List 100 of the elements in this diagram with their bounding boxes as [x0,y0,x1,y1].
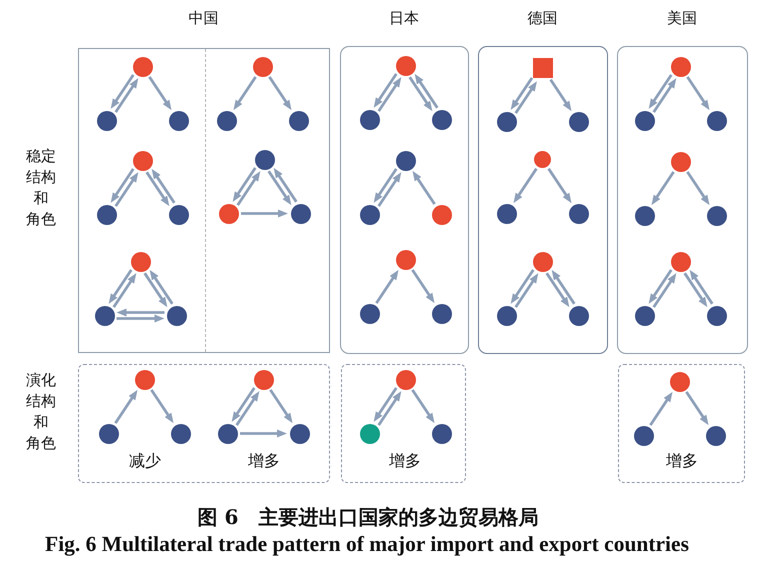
arrow [152,168,176,204]
change-label: 减少 [129,452,161,470]
column-heading: 中国 [188,8,218,26]
network-node [94,306,114,326]
arrow [240,430,287,438]
network-node [634,110,654,130]
arrow [268,170,292,206]
network-node [218,424,238,444]
figure-caption: Fig. 6 Multilateral trade pattern of major import and export countries [45,532,689,557]
arrow [685,391,709,426]
network-node [130,252,150,272]
arrow [236,171,260,206]
network-node [706,110,726,130]
network-node [496,306,516,326]
network-node [534,151,551,168]
network-node [170,424,190,444]
arrow [652,78,676,113]
dashed-panel [618,364,745,483]
arrow [236,391,260,426]
network-node [168,204,188,224]
arrow [114,172,138,207]
arrow [232,167,256,202]
arrow [408,76,432,112]
arrow [274,168,298,203]
arrow [374,387,398,422]
arrow [552,270,576,305]
network-node [670,252,690,272]
network-node [166,306,186,326]
network-node [396,250,416,270]
arrow [150,389,174,424]
arrow [649,392,673,426]
arrow [374,73,398,108]
arrow [686,76,710,110]
column-heading: 美国 [667,8,697,26]
network-node [706,306,726,326]
arrow [652,273,676,308]
arrow [690,270,714,305]
network-node [670,372,690,392]
arrow [411,269,435,304]
column-heading: 日本 [389,8,419,26]
network-node [288,110,308,130]
arrow [547,168,572,204]
network-node [290,424,310,444]
arrow [150,270,174,305]
network-node [670,56,690,76]
network-node [290,204,310,224]
arrow [549,78,572,112]
change-label: 增多 [389,452,421,470]
network-node [568,204,588,224]
network-node [132,56,152,76]
arrow [269,389,293,424]
network-node [218,204,238,224]
network-node [568,112,588,132]
arrow [412,170,436,205]
network-node [634,306,654,326]
network-node [396,370,416,390]
network-node [360,204,380,224]
arrow [651,171,675,206]
arrow [378,77,402,112]
network-node [360,304,380,324]
arrow [110,168,134,203]
network-node [432,110,452,130]
row-label: 稳定结构和角色 [26,146,56,230]
network-node [496,112,516,132]
arrow [110,74,134,109]
network-node [252,56,272,76]
arrow [114,78,138,113]
network-node [496,204,516,224]
network-node [396,56,416,76]
arrow [378,391,402,426]
network-node [134,370,154,390]
arrow [510,269,534,304]
arrow [116,308,164,316]
column-heading: 德国 [528,8,558,26]
network-node [360,110,380,130]
arrow [232,387,256,422]
network-node [670,152,690,172]
change-label: 增多 [666,452,698,470]
square-node [532,58,552,78]
network-node [96,110,116,130]
network-node [568,306,588,326]
network-node [360,424,380,444]
arrow [414,74,438,109]
network-node [432,304,452,324]
network-node [532,252,552,272]
arrow [514,81,537,114]
network-node [432,424,452,444]
arrow [144,272,168,308]
network-node [706,426,726,446]
arrow [513,168,538,204]
arrow [374,168,398,203]
network-node [634,426,654,446]
network-node [132,150,152,170]
network-node [96,204,116,224]
network-node [98,424,118,444]
arrow [514,273,538,308]
change-label: 增多 [248,452,280,470]
arrow [116,314,164,322]
arrow [148,76,172,110]
arrow [375,270,399,304]
